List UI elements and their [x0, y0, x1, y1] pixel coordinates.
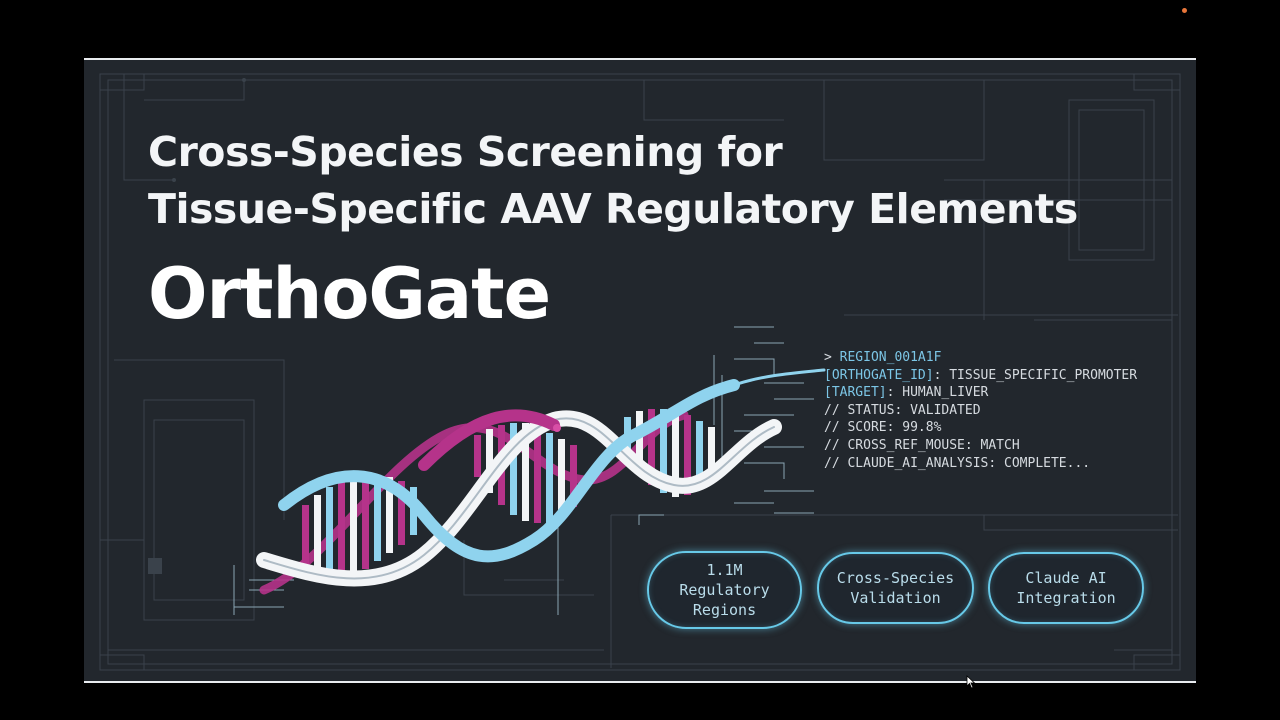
title-line-1: Cross-Species Screening for — [148, 128, 783, 176]
terminal-line: [ORTHOGATE_ID]: TISSUE_SPECIFIC_PROMOTER — [824, 367, 1138, 383]
feature-label: Cross-Species Validation — [836, 569, 955, 607]
title-line-2: Tissue-Specific AAV Regulatory Elements — [148, 185, 1078, 233]
terminal-line: // CROSS_REF_MOUSE: MATCH — [824, 437, 1020, 453]
terminal-line: [TARGET]: HUMAN_LIVER — [824, 385, 989, 401]
feature-label: 1.1M Regulatory Regions — [679, 561, 770, 619]
helix-nodes — [553, 424, 562, 524]
terminal-line: // CLAUDE_AI_ANALYSIS: COMPLETE... — [824, 455, 1091, 471]
slide-title: Cross-Species Screening for Tissue-Speci… — [148, 124, 1078, 238]
terminal-line: > REGION_001A1F — [824, 350, 942, 365]
terminal-readout: > REGION_001A1F [ORTHOGATE_ID]: TISSUE_S… — [824, 349, 1137, 472]
feature-label: Claude AI Integration — [1016, 569, 1116, 607]
circuit-background — [99, 73, 1181, 671]
recording-dot-icon — [1182, 8, 1187, 13]
terminal-line: // SCORE: 99.8% — [824, 420, 942, 436]
mouse-pointer-icon — [966, 675, 976, 689]
helix-strand-front-cyan — [278, 368, 826, 563]
helix-circuit-lines — [233, 326, 814, 615]
feature-pill-ai: Claude AI Integration — [988, 552, 1144, 624]
feature-pill-validation: Cross-Species Validation — [817, 552, 974, 624]
feature-pill-regions: 1.1M Regulatory Regions — [647, 551, 802, 629]
dna-helix-icon — [233, 326, 826, 615]
presentation-slide: Cross-Species Screening for Tissue-Speci… — [84, 58, 1196, 683]
brand-name: OrthoGate — [148, 253, 551, 335]
terminal-line: // STATUS: VALIDATED — [824, 402, 981, 418]
helix-strand-front-magenta — [418, 409, 560, 471]
